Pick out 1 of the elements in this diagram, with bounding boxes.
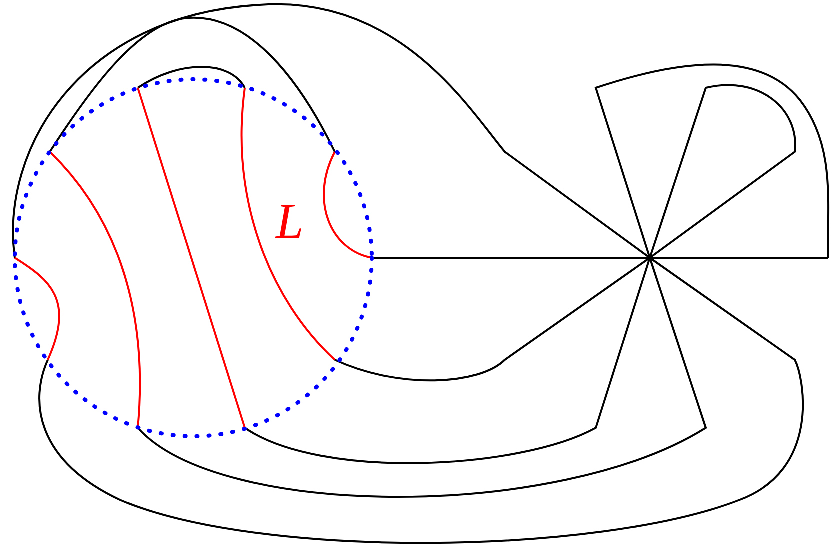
curve-label: L [276, 196, 304, 246]
